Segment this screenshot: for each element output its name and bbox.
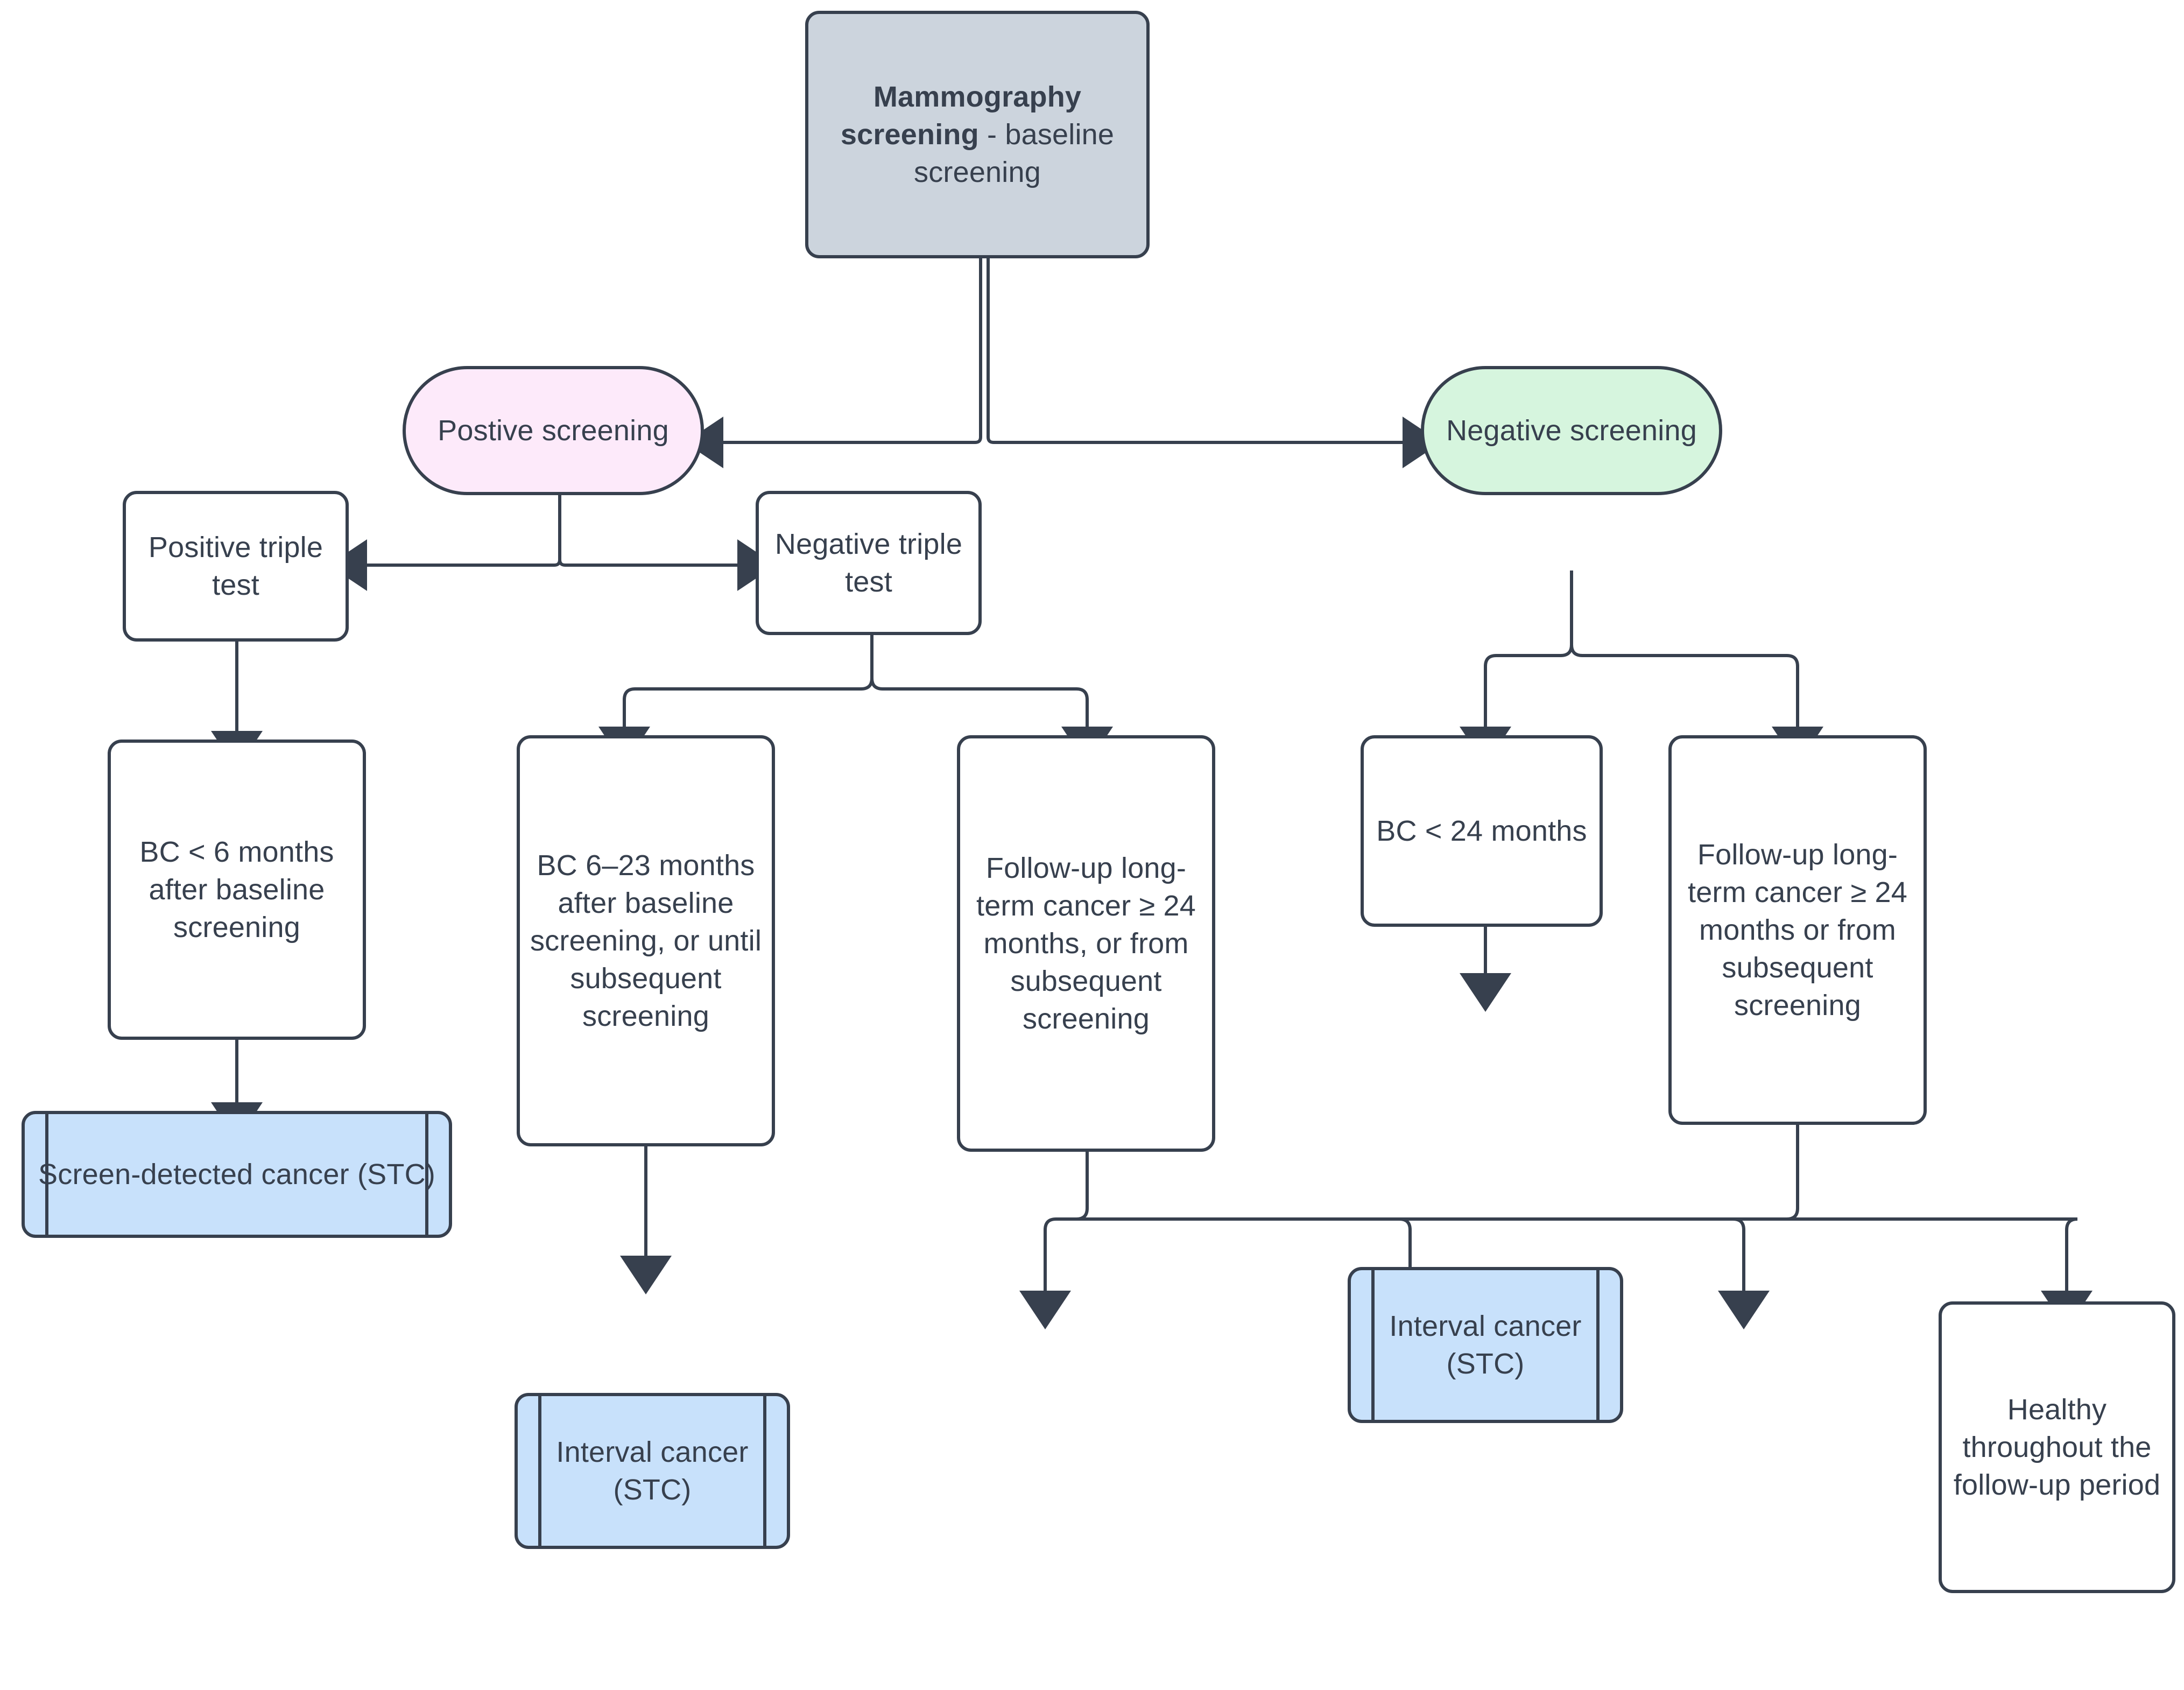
node-interval-cancer-stc-left[interactable]: Interval cancer (STC) [515, 1393, 790, 1549]
node-bc-less-24-months[interactable]: BC < 24 months [1361, 735, 1603, 927]
node-negative-triple-test-label: Negative triple test [774, 527, 963, 598]
node-positive-triple-test-label: Positive triple test [148, 531, 323, 601]
edge-pos-negtriple [558, 539, 776, 591]
node-bc-less-24-months-label: BC < 24 months [1376, 814, 1587, 847]
node-root-label-rest: - baseline screening [914, 118, 1115, 189]
node-positive-screening[interactable]: Postive screening [403, 366, 704, 495]
edge-negscreen-down2 [1570, 644, 1823, 765]
subroutine-bar-left [1371, 1267, 1375, 1423]
edge-pos-bus [554, 495, 561, 567]
edge-furight-bus [1786, 1125, 1799, 1221]
edge-negscreen-down [1460, 571, 1573, 765]
node-interval-cancer-stc-left-label: Interval cancer (STC) [556, 1435, 749, 1506]
node-followup-ltc-left-label: Follow-up long-term cancer ≥ 24 months, … [976, 851, 1196, 1036]
node-interval-cancer-stc-right-label: Interval cancer (STC) [1389, 1309, 1582, 1380]
subroutine-bar-left [45, 1111, 48, 1238]
subroutine-bar-right [425, 1111, 428, 1238]
node-healthy-followup-label: Healthy throughout the follow-up period [1953, 1393, 2161, 1502]
subroutine-bar-left [538, 1393, 541, 1549]
node-positive-triple-test[interactable]: Positive triple test [123, 491, 349, 642]
subroutine-bar-right [763, 1393, 766, 1549]
node-healthy-followup[interactable]: Healthy throughout the follow-up period [1939, 1301, 2175, 1593]
edge-bus-icltc [1384, 1217, 1436, 1329]
node-negative-screening-label: Negative screening [1446, 414, 1697, 447]
edge-root-bus-a [975, 258, 982, 444]
node-positive-screening-label: Postive screening [438, 414, 669, 447]
node-followup-ltc-left[interactable]: Follow-up long-term cancer ≥ 24 months, … [957, 735, 1215, 1152]
edge-bus-healthy [2041, 1217, 2093, 1329]
node-bc-6-23-months[interactable]: BC 6–23 months after baseline screening,… [517, 735, 775, 1146]
node-screen-detected-cancer-stc-label: Screen-detected cancer (STC) [38, 1158, 435, 1191]
node-root-label-bold: Mammography screening [840, 80, 1082, 151]
edge-bus-sdcltc [1019, 1217, 1071, 1329]
node-followup-ltc-right[interactable]: Follow-up long-term cancer ≥ 24 months o… [1668, 735, 1927, 1125]
node-root[interactable]: Mammography screening - baseline screeni… [805, 11, 1150, 258]
node-bc-6-23-months-label: BC 6–23 months after baseline screening,… [530, 849, 762, 1033]
edge-negtriple-down2 [870, 678, 1113, 765]
node-bc-less-6-months-label: BC < 6 months after baseline screening [139, 835, 334, 944]
node-negative-screening[interactable]: Negative screening [1421, 366, 1722, 495]
edge-negtriple-down [598, 635, 873, 765]
node-screen-detected-cancer-stc[interactable]: Screen-detected cancer (STC) [22, 1111, 452, 1238]
node-interval-cancer-stc-right[interactable]: Interval cancer (STC) [1348, 1267, 1623, 1423]
edge-root-bus-b [987, 258, 994, 444]
edge-fuleft-bus [1076, 1152, 1089, 1221]
subroutine-bar-right [1596, 1267, 1600, 1423]
node-negative-triple-test[interactable]: Negative triple test [756, 491, 982, 635]
node-followup-ltc-right-label: Follow-up long-term cancer ≥ 24 months o… [1688, 838, 1907, 1022]
edge-bus-bcoutside [1718, 1217, 1770, 1329]
node-bc-less-6-months[interactable]: BC < 6 months after baseline screening [108, 740, 366, 1040]
